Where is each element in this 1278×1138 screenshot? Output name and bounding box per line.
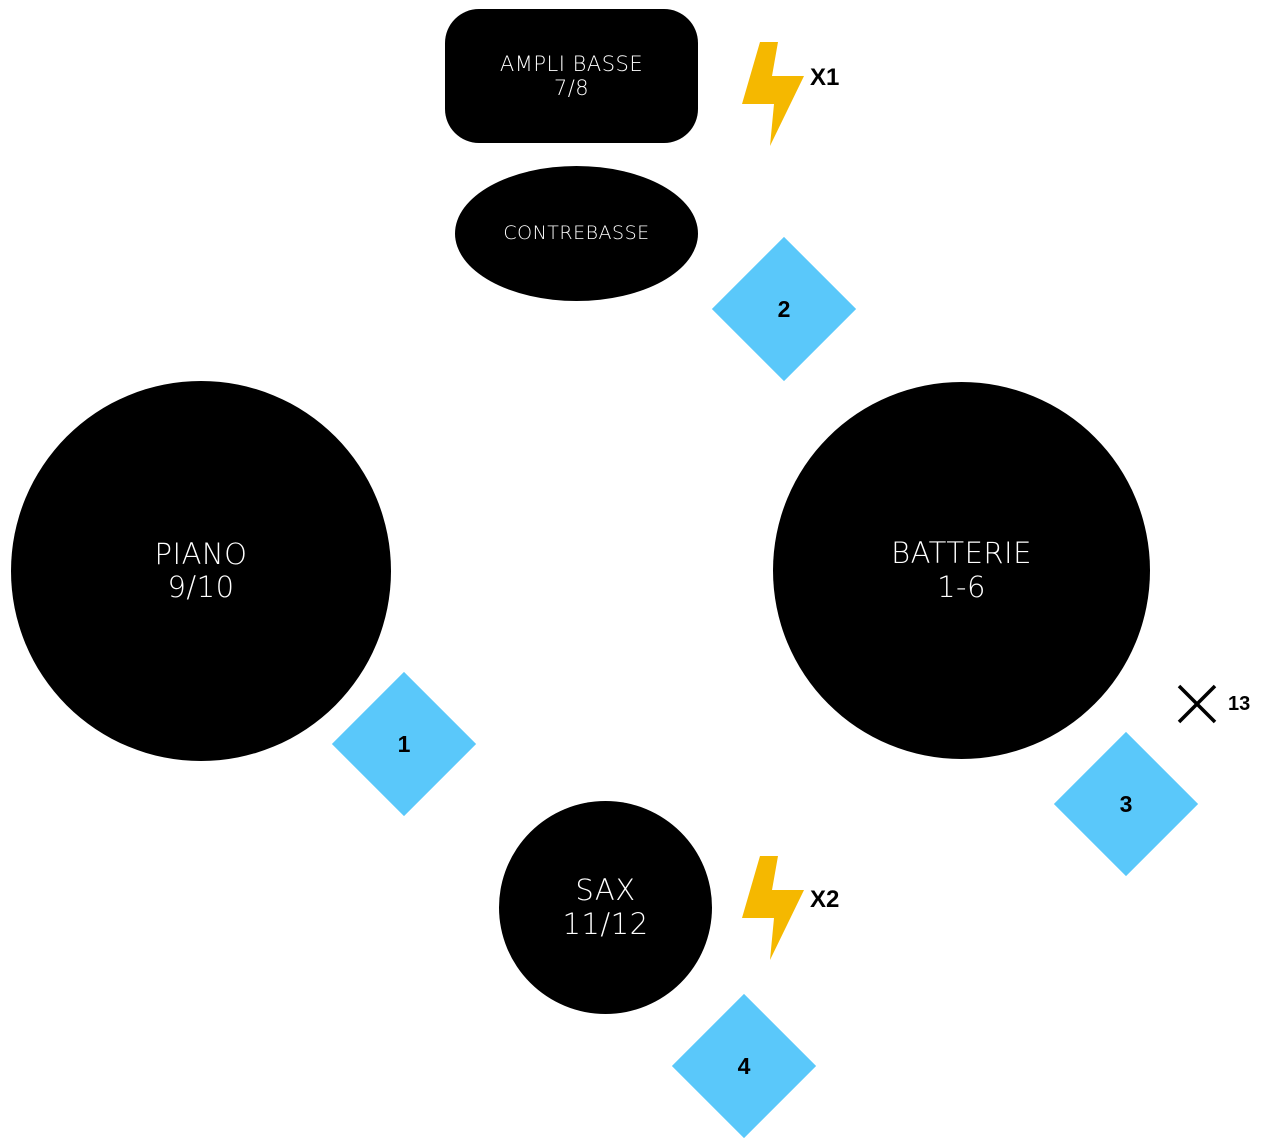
ampli-basse-channels: 7/8 — [553, 76, 590, 100]
batterie-channels: 1-6 — [937, 569, 986, 604]
power-x1-label: X1 — [810, 64, 840, 91]
monitor-4-label: 4 — [737, 1053, 751, 1079]
power-x2-label: X2 — [810, 886, 840, 913]
piano-channels: 9/10 — [167, 570, 235, 604]
batterie-name: BATTERIE — [891, 536, 1032, 571]
cross-icon — [1177, 684, 1217, 724]
monitor-1-label: 1 — [397, 731, 411, 757]
sax-channels: 11/12 — [562, 906, 649, 941]
sax: SAX 11/12 — [499, 801, 712, 1014]
extra-input-label: 13 — [1228, 693, 1251, 715]
batterie: BATTERIE 1-6 — [773, 382, 1150, 759]
contrebasse-name: CONTREBASSE — [503, 221, 650, 244]
lightning-bolt-icon — [742, 856, 804, 960]
lightning-bolt-icon — [742, 42, 804, 146]
monitor-3-label: 3 — [1119, 791, 1133, 817]
piano: PIANO 9/10 — [11, 381, 391, 761]
sax-name: SAX — [575, 873, 636, 908]
monitor-2-label: 2 — [777, 296, 791, 322]
ampli-basse-name: AMPLI BASSE — [499, 51, 644, 76]
piano-name: PIANO — [154, 536, 248, 571]
ampli-basse: AMPLI BASSE 7/8 — [445, 9, 698, 143]
contrebasse: CONTREBASSE — [455, 166, 698, 301]
